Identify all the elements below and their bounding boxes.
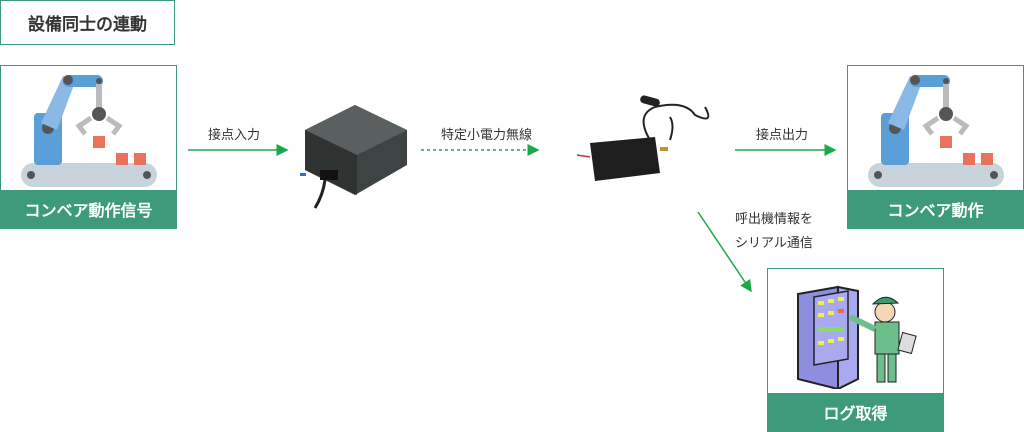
contact-input-label: 接点入力 xyxy=(208,128,261,143)
wireless-label: 特定小電力無線 xyxy=(441,128,533,143)
transmitter-device-image xyxy=(300,105,407,209)
receiver-device-image xyxy=(576,95,710,181)
serial-label-line1: 呼出機情報を xyxy=(735,212,814,227)
serial-label-line2: シリアル通信 xyxy=(735,236,813,251)
log-card: ログ取得 xyxy=(767,268,944,432)
diagram-title: 設備同士の連動 xyxy=(0,0,175,45)
conveyor-action-card: コンベア動作 xyxy=(847,65,1024,229)
operator-machine-icon xyxy=(797,285,917,389)
conveyor-signal-card: コンベア動作信号 xyxy=(0,65,177,229)
card-label: コンベア動作 xyxy=(848,190,1023,228)
contact-output-label: 接点出力 xyxy=(756,128,809,143)
card-label: コンベア動作信号 xyxy=(1,190,176,228)
card-label: ログ取得 xyxy=(768,393,943,431)
serial-arrow xyxy=(697,211,752,293)
